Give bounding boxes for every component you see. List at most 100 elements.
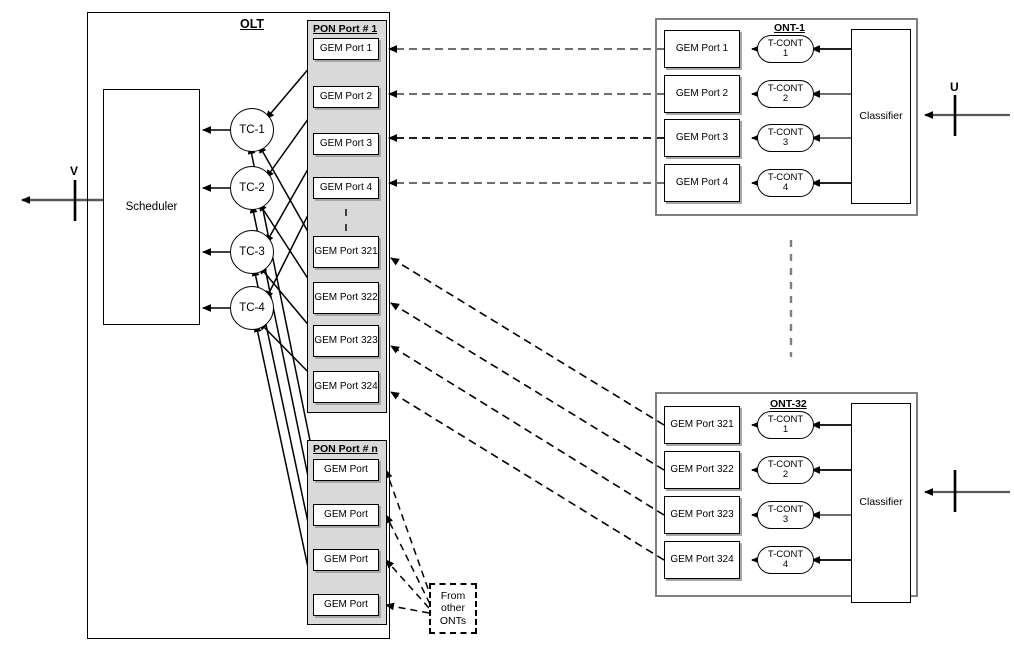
gem-port-box-pon1-321[interactable]: GEM Port 321 xyxy=(313,236,379,268)
v-reference-connector xyxy=(21,180,103,221)
gem-port-box-ponn-2[interactable]: GEM Port xyxy=(313,504,379,526)
ont32-gem-port-322[interactable]: GEM Port 322 xyxy=(664,451,740,489)
ont32-internal-connectors xyxy=(751,421,1010,564)
gem-port-label: GEM Port 2 xyxy=(319,90,373,102)
gem-port-box-pon1-3[interactable]: GEM Port 3 xyxy=(313,133,379,155)
ont32-classifier-box[interactable]: Classifier xyxy=(851,403,911,603)
ont32-to-olt-dashed-links xyxy=(390,257,665,561)
tcont-circle-tc-1[interactable]: TC-1 xyxy=(230,108,274,152)
ont1-gem-port-4[interactable]: GEM Port 4 xyxy=(664,164,740,202)
ont1-gem-port-3[interactable]: GEM Port 3 xyxy=(664,119,740,157)
ont1-tcont-4[interactable]: T-CONT 4 xyxy=(757,169,814,197)
gem-port-label: GEM Port 322 xyxy=(670,463,734,475)
gem-port-label: GEM Port 321 xyxy=(314,245,378,257)
ont1-tcont-1[interactable]: T-CONT 1 xyxy=(757,35,814,63)
ont32-gem-port-321[interactable]: GEM Port 321 xyxy=(664,406,740,444)
from-other-onts-dashed-links xyxy=(384,469,433,614)
tcont-line-1: T-CONT xyxy=(767,172,804,184)
tcont-line-2: 3 xyxy=(782,137,789,148)
tcont-line-2: 3 xyxy=(782,514,789,525)
ont32-tcont-1[interactable]: T-CONT 1 xyxy=(757,411,814,439)
ont32-gem-port-324[interactable]: GEM Port 324 xyxy=(664,541,740,579)
classifier-label: Classifier xyxy=(859,496,903,509)
gem-port-label: GEM Port 2 xyxy=(675,87,729,99)
ont1-to-olt-dashed-links xyxy=(388,45,664,187)
gem-port-box-pon1-324[interactable]: GEM Port 324 xyxy=(313,371,379,403)
tcont-circle-label: TC-2 xyxy=(239,182,265,194)
tcont-line-1: T-CONT xyxy=(767,38,804,50)
gem-port-label: GEM Port 3 xyxy=(675,131,729,143)
gem-port-label: GEM Port 1 xyxy=(675,42,729,54)
tcont-line-2: 4 xyxy=(782,182,789,193)
tcont-circle-label: TC-3 xyxy=(239,246,265,258)
gem-port-box-pon1-323[interactable]: GEM Port 323 xyxy=(313,325,379,357)
gem-port-box-ponn-3[interactable]: GEM Port xyxy=(313,549,379,571)
scheduler-box[interactable]: Scheduler xyxy=(103,89,200,325)
classifier-label: Classifier xyxy=(859,109,903,122)
tcont-line-2: 2 xyxy=(782,93,789,104)
from-other-onts-line-2: other xyxy=(441,602,465,615)
gem-port-label: GEM Port xyxy=(324,463,368,475)
tcont-circle-label: TC-4 xyxy=(239,302,265,314)
tcont-line-2: 1 xyxy=(782,48,789,59)
tcont-line-1: T-CONT xyxy=(767,504,804,516)
tcont-line-2: 2 xyxy=(782,469,789,480)
gem-port-label: GEM Port 324 xyxy=(314,380,378,392)
gem-port-label: GEM Port 3 xyxy=(319,137,373,149)
pon-port-1-title: PON Port # 1 xyxy=(313,23,378,35)
olt-title: OLT xyxy=(240,17,265,31)
ont1-internal-connectors xyxy=(751,45,1010,187)
tcont-line-1: T-CONT xyxy=(767,414,804,426)
tcont-line-2: 1 xyxy=(782,424,789,435)
tcont-line-1: T-CONT xyxy=(767,549,804,561)
ont-1-title: ONT-1 xyxy=(774,22,805,34)
gem-port-box-pon1-2[interactable]: GEM Port 2 xyxy=(313,86,379,108)
gem-port-label: GEM Port 4 xyxy=(319,181,373,193)
tcont-line-1: T-CONT xyxy=(767,459,804,471)
tcont-circle-tc-3[interactable]: TC-3 xyxy=(230,230,274,274)
ont-1-container xyxy=(655,18,918,216)
ont1-tcont-3[interactable]: T-CONT 3 xyxy=(757,124,814,152)
gem-port-box-ponn-4[interactable]: GEM Port xyxy=(313,594,379,616)
tcont-line-1: T-CONT xyxy=(767,127,804,139)
gem-port-box-pon1-322[interactable]: GEM Port 322 xyxy=(313,282,379,314)
tcont-circle-tc-2[interactable]: TC-2 xyxy=(230,166,274,210)
gem-port-label: GEM Port 324 xyxy=(670,553,734,565)
scheduler-label: Scheduler xyxy=(125,200,178,213)
ont1-tcont-2[interactable]: T-CONT 2 xyxy=(757,80,814,108)
gem-port-label: GEM Port xyxy=(324,598,368,610)
gem-port-label: GEM Port xyxy=(324,508,368,520)
gem-port-label: GEM Port 323 xyxy=(670,508,734,520)
tcont-line-1: T-CONT xyxy=(767,83,804,95)
gem-port-box-ponn-1[interactable]: GEM Port xyxy=(313,459,379,481)
from-other-onts-line-3: ONTs xyxy=(439,614,467,627)
gem-port-box-pon1-1[interactable]: GEM Port 1 xyxy=(313,38,379,60)
pon-port-n-title: PON Port # n xyxy=(313,443,378,455)
gem-port-label: GEM Port 1 xyxy=(319,42,373,54)
pon-port-1-ellipsis-icon xyxy=(344,209,347,231)
tcont-circle-tc-4[interactable]: TC-4 xyxy=(230,286,274,330)
from-other-onts-box: From other ONTs xyxy=(429,583,477,634)
gem-port-label: GEM Port 4 xyxy=(675,176,729,188)
ont32-tcont-2[interactable]: T-CONT 2 xyxy=(757,456,814,484)
reference-point-v-label: V xyxy=(70,164,79,178)
gem-port-label: GEM Port 323 xyxy=(314,334,378,346)
gem-to-tcont-connectors-pon1 xyxy=(258,59,317,381)
ont1-gem-port-2[interactable]: GEM Port 2 xyxy=(664,75,740,113)
ont32-tcont-3[interactable]: T-CONT 3 xyxy=(757,501,814,529)
gem-port-box-pon1-4[interactable]: GEM Port 4 xyxy=(313,177,379,199)
reference-point-u-label: U xyxy=(950,80,959,94)
gem-port-label: GEM Port 322 xyxy=(314,291,378,303)
gem-port-label: GEM Port xyxy=(324,553,368,565)
ont1-classifier-box[interactable]: Classifier xyxy=(851,29,911,204)
ont-32-title: ONT-32 xyxy=(770,398,807,410)
tcont-line-2: 4 xyxy=(782,559,789,570)
ont1-gem-port-1[interactable]: GEM Port 1 xyxy=(664,30,740,68)
ont32-gem-port-323[interactable]: GEM Port 323 xyxy=(664,496,740,534)
ont-32-container xyxy=(655,392,918,597)
ont32-tcont-4[interactable]: T-CONT 4 xyxy=(757,546,814,574)
tcont-circle-label: TC-1 xyxy=(239,124,265,136)
gem-port-label: GEM Port 321 xyxy=(670,418,734,430)
